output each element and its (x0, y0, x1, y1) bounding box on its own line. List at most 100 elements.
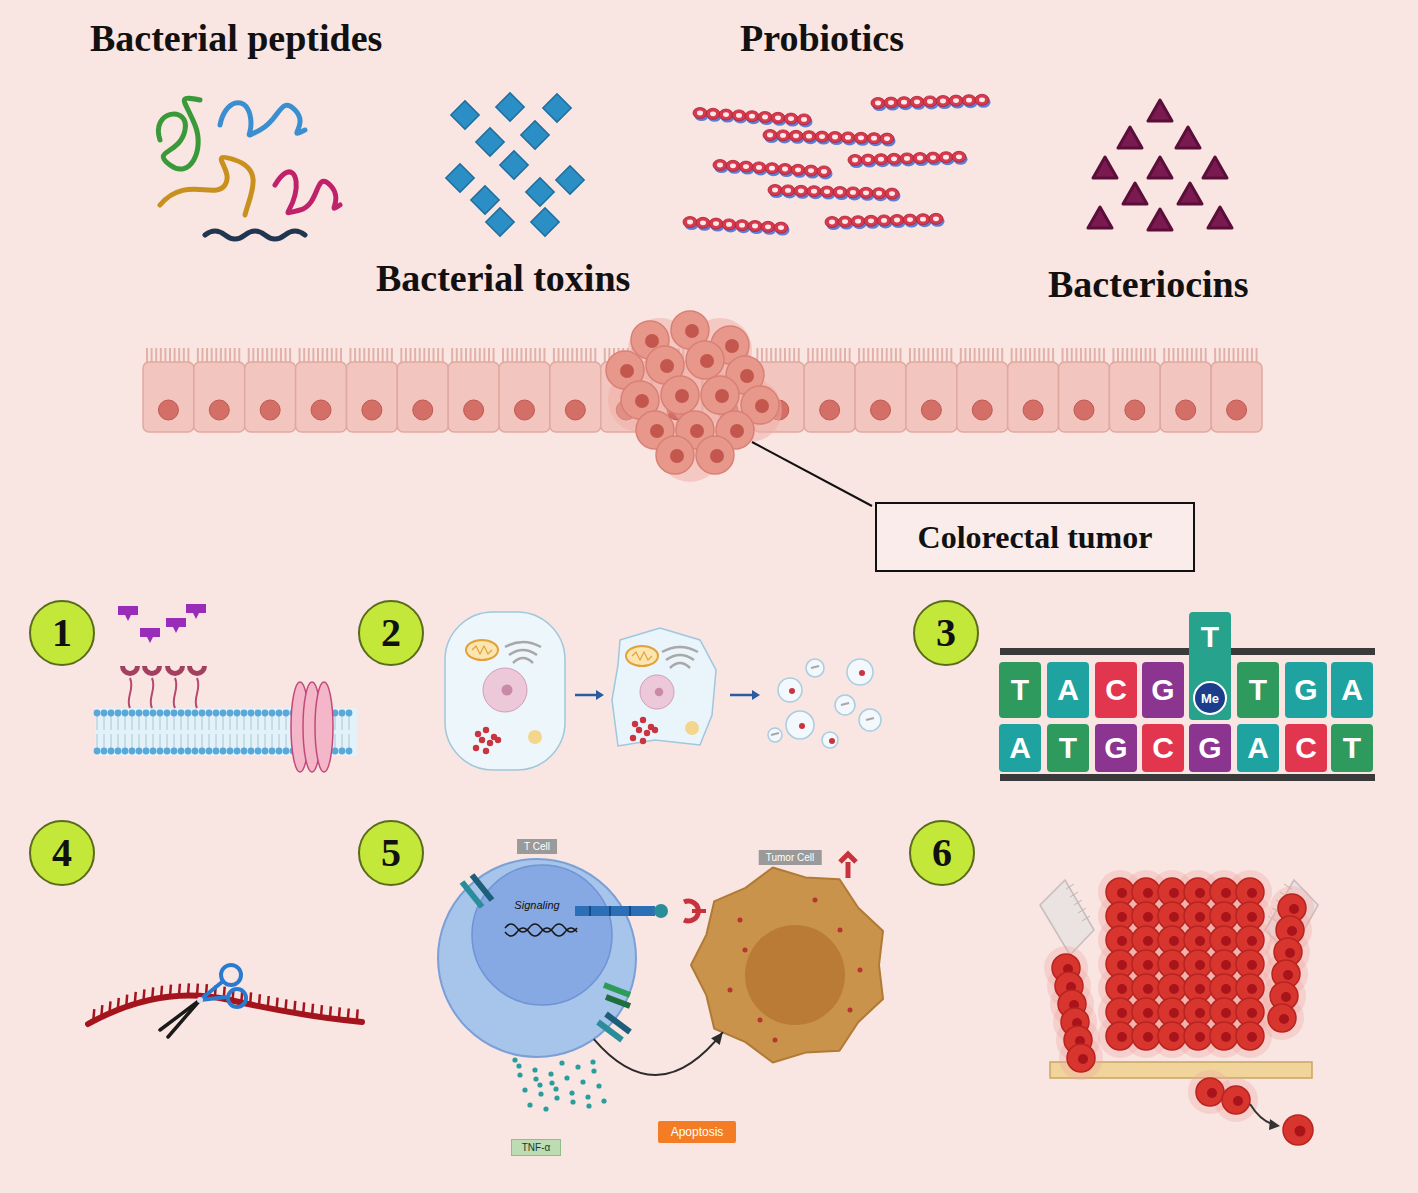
lipid-tail (223, 734, 224, 748)
lipid-head (171, 748, 178, 755)
dna-backbone (1000, 648, 1375, 655)
tnf-particle (601, 1098, 606, 1103)
lipid-head (150, 710, 157, 717)
microvillus (234, 348, 236, 363)
tnf-particle (512, 1057, 517, 1062)
tnf-particle (543, 1106, 548, 1111)
cancer-nucleus (1195, 936, 1205, 946)
nucleus (640, 675, 674, 709)
microvillus (585, 348, 587, 363)
probiotic-cell (791, 164, 805, 175)
ligand (118, 606, 138, 621)
microvillus (923, 348, 925, 363)
node-text: 2 (381, 613, 401, 653)
probiotic-cell (846, 187, 860, 198)
probiotic-core (837, 190, 843, 195)
lipid-tail (118, 734, 119, 748)
lipid-tail (342, 716, 343, 730)
bacteriocin-triangle (1148, 209, 1172, 230)
rna-base (152, 987, 153, 999)
cd-receptor (606, 997, 630, 1006)
probiotic-core (767, 133, 773, 138)
cancer-nucleus (1143, 960, 1153, 970)
dna-base-tile: T (1047, 724, 1089, 772)
lipid-tail (139, 734, 140, 748)
dna-base-tile: C (1095, 662, 1137, 718)
probiotic-core (743, 164, 749, 169)
apoptotic-body (778, 678, 802, 702)
node-text: Colorectal tumor (918, 519, 1153, 556)
lipid-tail (335, 734, 336, 748)
lipid-tail (342, 734, 343, 748)
microvillus (812, 348, 814, 363)
probiotic-core (888, 100, 894, 105)
mitochondrion (466, 640, 498, 660)
lipid-head (227, 748, 234, 755)
cancer-nucleus (1247, 1032, 1257, 1042)
cancer-nucleus (1221, 984, 1231, 994)
microvillus (1233, 348, 1235, 363)
microvillus (914, 348, 916, 363)
ruler-tick (1070, 892, 1078, 897)
granule (640, 738, 646, 744)
tumor-nucleus (715, 389, 729, 403)
bar-segment (589, 906, 591, 916)
epithelial-cell (397, 362, 448, 432)
rna-base (109, 1001, 110, 1013)
probiotic-core (901, 100, 907, 105)
toxin-diamond (446, 164, 474, 192)
microvillus (890, 348, 892, 363)
microvillus (391, 348, 393, 363)
lipid-tail (202, 716, 203, 730)
microvillus (1043, 348, 1045, 363)
microvillus (1103, 348, 1105, 363)
lipid-tail (202, 734, 203, 748)
lipid-tail (111, 734, 112, 748)
microvillus (262, 348, 264, 363)
lipid-tail (139, 716, 140, 730)
microvillus (1246, 348, 1248, 363)
probiotic-core (868, 218, 874, 223)
lipid-head (185, 748, 192, 755)
lipid-head (122, 710, 129, 717)
epithelial-cell (1059, 362, 1110, 432)
cancer-nucleus (1143, 936, 1153, 946)
epithelial-cell (143, 362, 194, 432)
tnf-particle (548, 1071, 553, 1076)
tumor-granule (728, 988, 733, 993)
probiotic-core (775, 115, 781, 120)
cancer-cell (1132, 1022, 1160, 1050)
cancer-nucleus (1143, 984, 1153, 994)
node-text: 3 (936, 613, 956, 653)
microvillus (946, 348, 948, 363)
receptor-cup (120, 666, 140, 676)
lipid-head (283, 748, 290, 755)
node-text: 4 (52, 833, 72, 873)
microvillus (1112, 348, 1114, 363)
tnf-particle (590, 1059, 595, 1064)
microvillus (1071, 348, 1073, 363)
receptor-stalk (151, 678, 154, 708)
cell-nucleus (1023, 400, 1043, 420)
node-text: TNF-α (522, 1141, 551, 1154)
cancer-nucleus (1143, 912, 1153, 922)
scissor-ring (228, 989, 246, 1007)
rna-base (285, 999, 286, 1011)
probiotic-core (891, 156, 897, 161)
microvillus (839, 348, 841, 363)
mitochondrion (626, 646, 658, 666)
connector-arrow (594, 1032, 723, 1075)
probiotic-core (824, 189, 830, 194)
bacteriocin-triangle (1208, 207, 1232, 228)
bacteriocin-triangle (1148, 100, 1172, 121)
microvillus (271, 348, 273, 363)
microvillus (465, 348, 467, 363)
microvillus (816, 348, 818, 363)
microvillus (1024, 348, 1026, 363)
cell-label: T Cell (517, 839, 557, 854)
microvillus (1034, 348, 1036, 363)
microvillus (1251, 348, 1253, 363)
tnf-particle (554, 1095, 559, 1100)
probiotic-core (749, 114, 755, 119)
tumor-nucleus (675, 389, 689, 403)
